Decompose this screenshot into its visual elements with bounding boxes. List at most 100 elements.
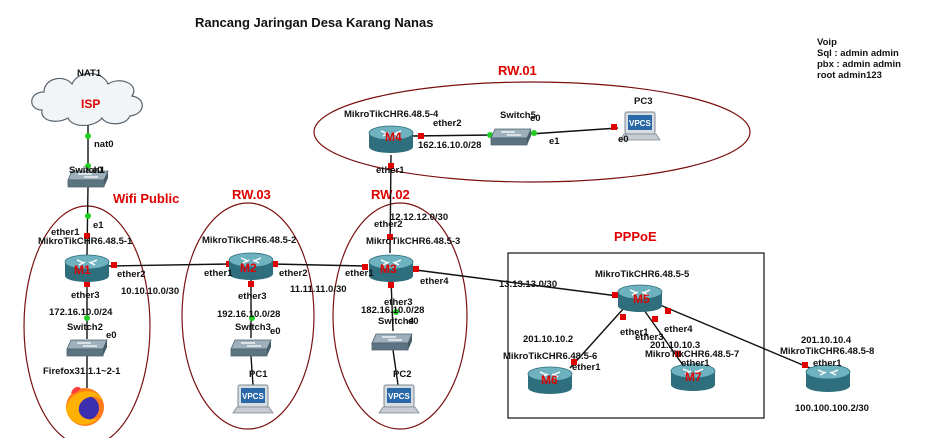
- cloud-icon: [31, 72, 143, 127]
- router-m1-tag: M1: [74, 263, 91, 277]
- router-m1-name: MikroTikCHR6.48.5-1: [38, 236, 133, 247]
- port-m5-ether4: [665, 308, 671, 314]
- port-nat0-up: [85, 133, 91, 139]
- link-m5-m7[interactable]: [643, 309, 686, 369]
- port-m5-ether2: [620, 314, 626, 320]
- router-m6-name: MikroTikCHR6.48.5-6: [503, 351, 597, 362]
- switch3-label: Switch3: [235, 322, 271, 333]
- m2-ether1-label: ether1: [204, 268, 233, 279]
- switch-icon: [230, 339, 272, 357]
- router-m7-tag: M7: [685, 370, 702, 384]
- pc2[interactable]: VPCS: [378, 384, 420, 414]
- m1-ether3-label: ether3: [71, 290, 100, 301]
- router-m5-tag: M5: [633, 292, 650, 306]
- m1-ether1-label: ether1: [51, 227, 80, 238]
- switch1-label: Switch1: [69, 165, 106, 176]
- port-m5-ether1: [612, 292, 618, 298]
- pc3[interactable]: VPCS: [619, 111, 661, 141]
- switch2-e0-label: e0: [106, 330, 117, 341]
- port-m1-ether2: [111, 262, 117, 268]
- router-m8[interactable]: [805, 364, 851, 393]
- note-line-2: Sql : admin admin: [817, 48, 899, 59]
- m7-ether1-label: ether1: [681, 358, 710, 369]
- subnet-m3-m5: 13.13.13.0/30: [499, 279, 557, 290]
- m4-ether1-label: ether1: [376, 165, 405, 176]
- switch1-e0-label: e0: [92, 165, 103, 176]
- link-m2-m3[interactable]: [271, 263, 366, 267]
- port-m3-ether3: [388, 282, 394, 288]
- port-m4-ether2: [418, 133, 424, 139]
- router-m2-name: MikroTikCHR6.48.5-2: [202, 235, 296, 246]
- switch3-e0-label: e0: [270, 326, 281, 337]
- port-m3-ether2: [387, 234, 393, 240]
- m3-ether2-label: ether2: [374, 219, 403, 230]
- switch5-label: Switch5: [500, 110, 537, 121]
- rw01-boundary: [313, 81, 751, 183]
- pc1-label: PC1: [249, 369, 268, 380]
- m2-ether3-label: ether3: [238, 291, 267, 302]
- wifi-public-boundary: [23, 205, 151, 438]
- isp-cloud[interactable]: ISP: [31, 72, 143, 127]
- port-m2-ether2: [272, 261, 278, 267]
- subnet-lan-m2: 192.16.10.0/28: [217, 309, 280, 320]
- link-m4-sw5[interactable]: [411, 134, 493, 137]
- port-pc3-e0: [611, 124, 617, 130]
- port-m4-ether1: [388, 163, 394, 169]
- port-m7-ether1: [675, 351, 681, 357]
- port-sw5-e1-up: [531, 130, 537, 136]
- link-m3-m5[interactable]: [407, 268, 619, 297]
- switch4-label: Switch4: [378, 316, 415, 327]
- pppoe-label: PPPoE: [614, 229, 657, 244]
- router-m3-tag: M3: [380, 262, 397, 276]
- switch4[interactable]: [371, 333, 413, 351]
- wifi-public-label: Wifi Public: [113, 191, 179, 206]
- port-m5-ether3: [652, 316, 658, 322]
- subnet-m2-m3: 11.11.11.0/30: [290, 284, 347, 295]
- m4-ether2-label: ether2: [433, 118, 462, 129]
- router-m6-tag: M6: [541, 373, 558, 387]
- rw03-label: RW.03: [232, 187, 271, 202]
- link-sw3-pc1[interactable]: [250, 355, 254, 386]
- link-m5-m8[interactable]: [659, 304, 811, 369]
- switch5-e0-label: e0: [530, 113, 541, 124]
- subnet-m1-m2: 10.10.10.0/30: [121, 286, 179, 297]
- pc1[interactable]: VPCS: [232, 384, 274, 414]
- rw02-boundary: [332, 202, 468, 430]
- port-sw1-e1-up: [85, 213, 91, 219]
- port-m1-ether1: [84, 233, 90, 239]
- m5-ether4-label: ether4: [664, 324, 693, 335]
- links: [86, 121, 811, 388]
- m5-ether1-label: ether1: [620, 327, 649, 338]
- isp-label: ISP: [81, 97, 100, 111]
- switch5[interactable]: [490, 128, 532, 146]
- port-m1-ether3: [84, 281, 90, 287]
- pc3-label: PC3: [634, 96, 652, 107]
- port-m3-ether4: [413, 266, 419, 272]
- switch-icon: [66, 339, 108, 357]
- m5-ether3-label: ether3: [635, 332, 664, 343]
- router-m4-tag: M4: [385, 130, 402, 144]
- m2-ether2-label: ether2: [279, 268, 308, 279]
- switch3[interactable]: [230, 339, 272, 357]
- subnet-lan-m4: 162.16.10.0/28: [418, 140, 481, 151]
- link-sw5-pc3[interactable]: [529, 127, 619, 135]
- link-sw1-m1[interactable]: [86, 185, 89, 256]
- firefox-host[interactable]: [66, 386, 104, 426]
- pc2-label: PC2: [393, 369, 411, 380]
- pc2-badge: VPCS: [388, 392, 410, 401]
- nat1-label: NAT1: [77, 68, 102, 79]
- router-m4-name: MikroTikCHR6.48.5-4: [344, 109, 439, 120]
- port-sw3-up: [249, 315, 255, 321]
- link-m5-m6[interactable]: [569, 307, 625, 369]
- pppoe-boundary: [507, 252, 765, 419]
- port-m2-ether3: [248, 281, 254, 287]
- port-m6-ether1: [571, 359, 577, 365]
- switch2[interactable]: [66, 339, 108, 357]
- m3-ether3-label: ether3: [384, 297, 413, 308]
- m1-ether2-label: ether2: [117, 269, 146, 280]
- m6-ether1-label: ether1: [572, 362, 601, 373]
- diagram-title: Rancang Jaringan Desa Karang Nanas: [195, 15, 433, 30]
- link-m1-m2[interactable]: [108, 263, 231, 267]
- link-sw4-pc2[interactable]: [392, 349, 399, 386]
